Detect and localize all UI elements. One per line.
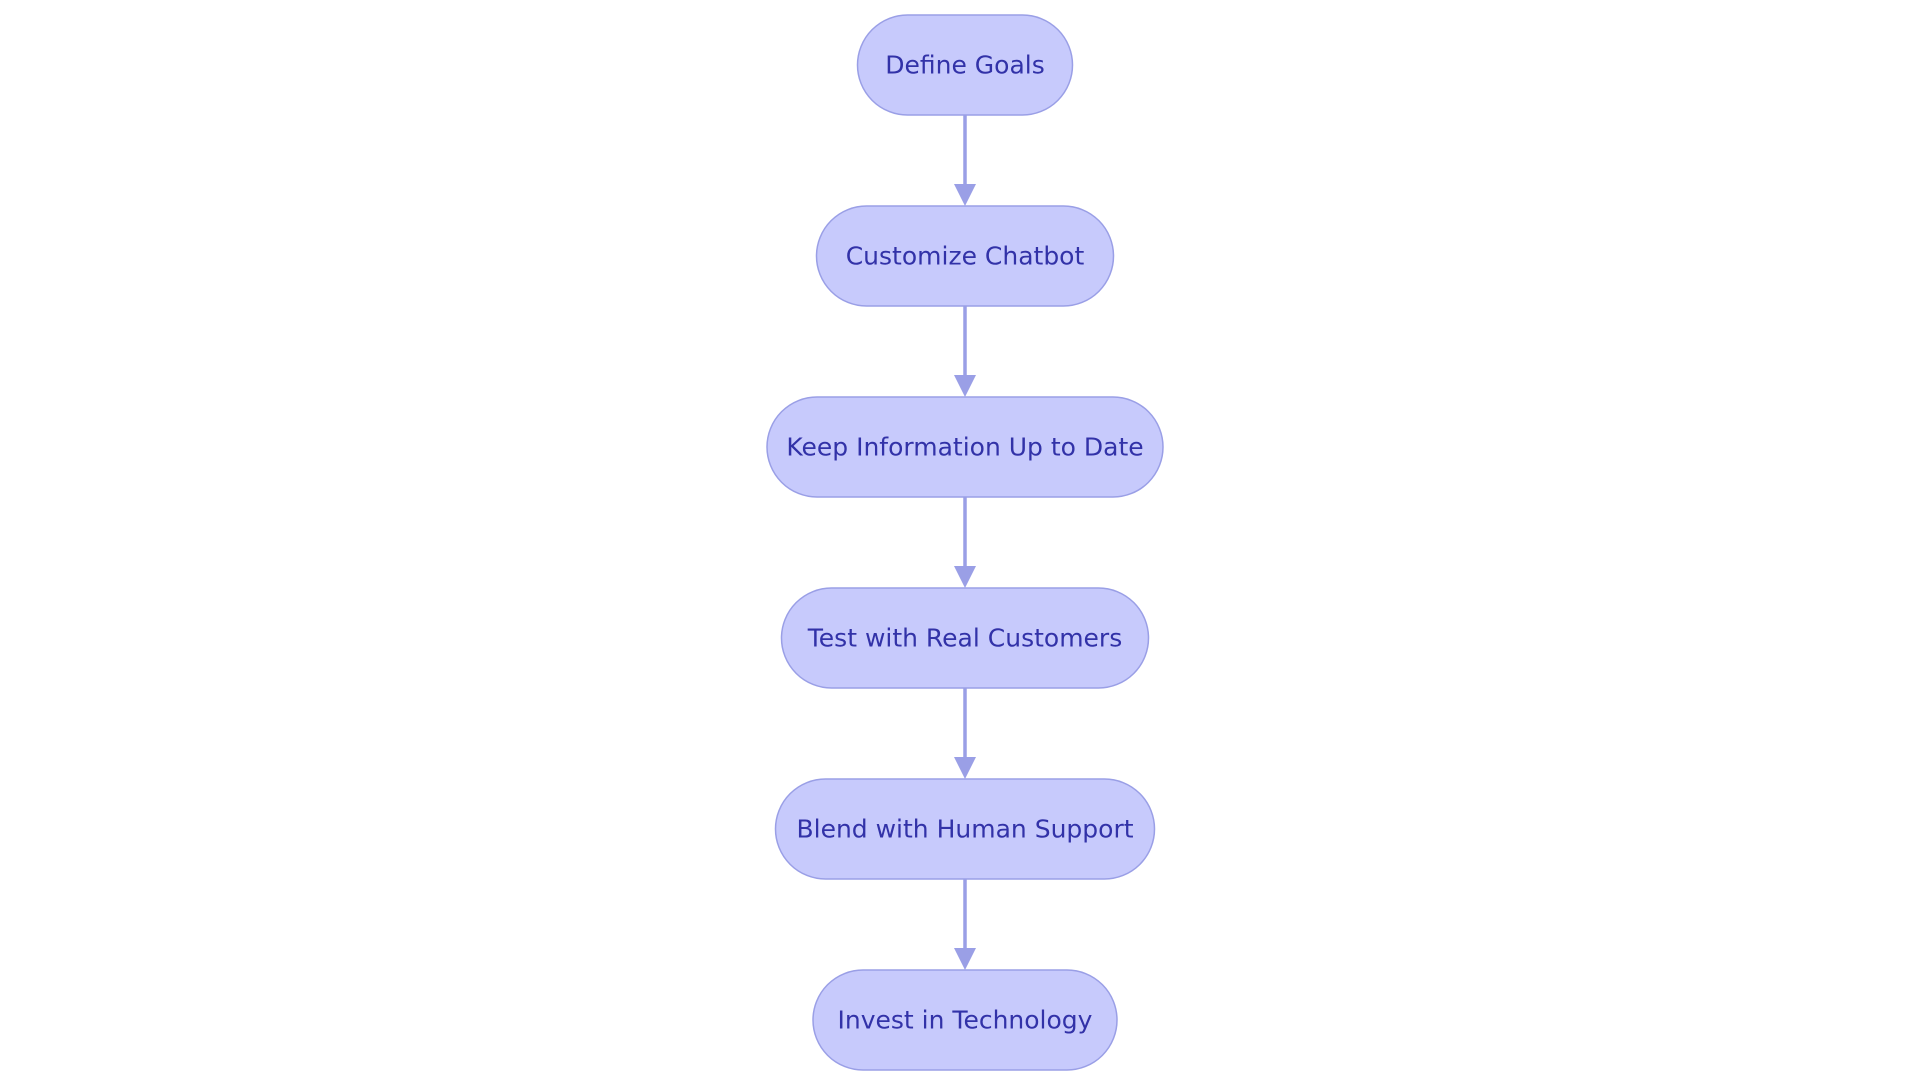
flow-node-2: Customize Chatbot <box>815 205 1115 307</box>
flow-node-label: Invest in Technology <box>838 1006 1093 1035</box>
flow-edge-1 <box>954 115 976 206</box>
flow-node-label: Keep Information Up to Date <box>786 433 1143 462</box>
flow-node-shape <box>856 14 1074 116</box>
flow-node-shape <box>812 969 1118 1071</box>
flow-node-shape <box>766 396 1164 498</box>
flow-edge-3 <box>954 497 976 588</box>
edges-layer <box>954 115 976 970</box>
arrowhead-icon <box>954 566 976 588</box>
flow-edge-2 <box>954 306 976 397</box>
flow-node-6: Invest in Technology <box>812 969 1118 1071</box>
flow-edge-4 <box>954 688 976 779</box>
flow-node-label: Define Goals <box>885 51 1045 80</box>
flow-node-shape <box>815 205 1115 307</box>
arrowhead-icon <box>954 375 976 397</box>
flow-node-1: Define Goals <box>856 14 1074 116</box>
flow-node-3: Keep Information Up to Date <box>766 396 1164 498</box>
flow-node-label: Blend with Human Support <box>796 815 1133 844</box>
flow-node-5: Blend with Human Support <box>774 778 1156 880</box>
flow-node-label: Test with Real Customers <box>807 624 1122 653</box>
flow-node-shape <box>780 587 1150 689</box>
flow-node-shape <box>774 778 1156 880</box>
arrowhead-icon <box>954 757 976 779</box>
flow-edge-5 <box>954 879 976 970</box>
arrowhead-icon <box>954 184 976 206</box>
flow-node-4: Test with Real Customers <box>780 587 1150 689</box>
arrowhead-icon <box>954 948 976 970</box>
flow-node-label: Customize Chatbot <box>846 242 1085 271</box>
